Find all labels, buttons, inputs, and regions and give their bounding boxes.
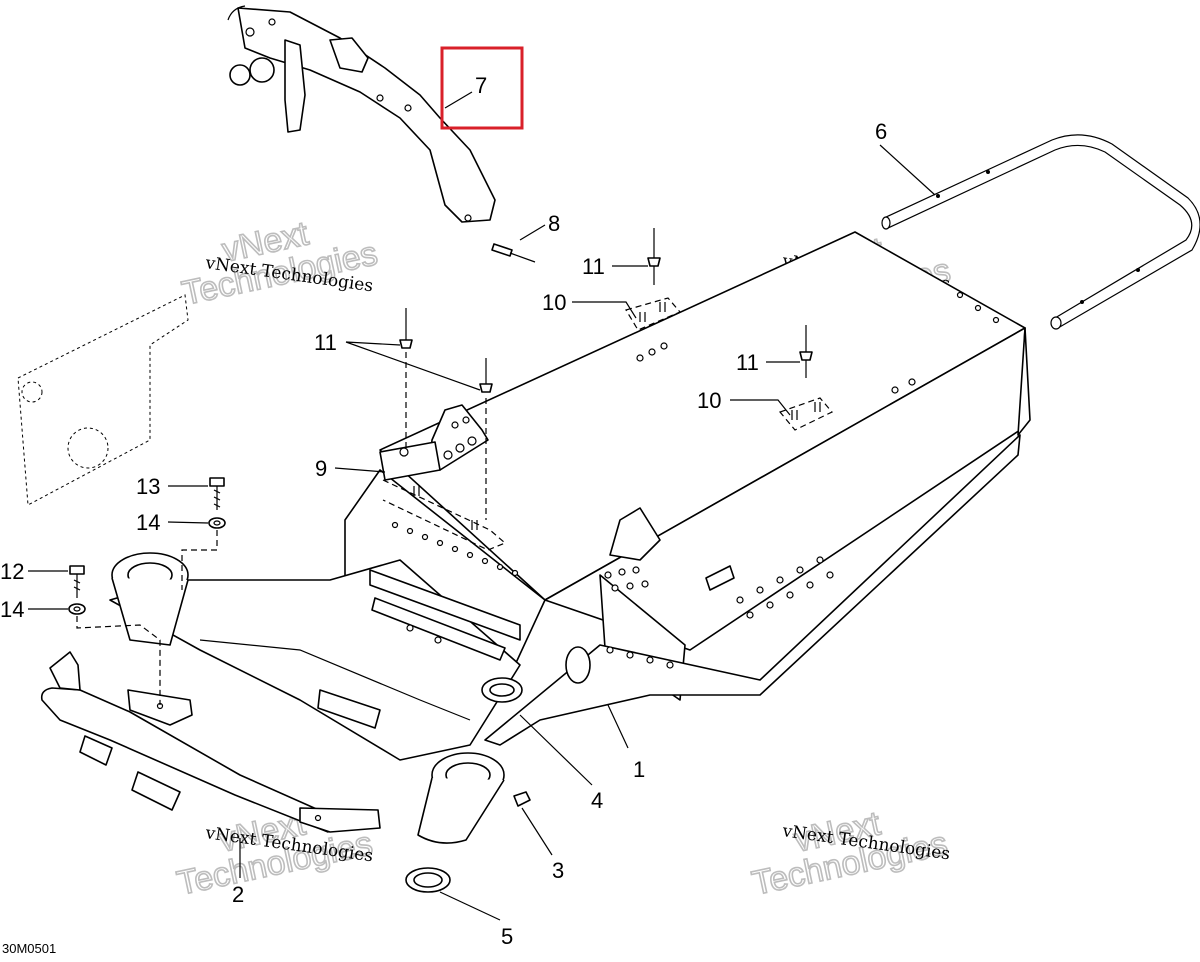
part-handle-bar bbox=[881, 134, 1200, 330]
part-steering-support bbox=[227, 5, 496, 223]
callout-14-b: 14 bbox=[0, 597, 24, 622]
part-bolt-3 bbox=[513, 791, 531, 807]
part-bracket-plate bbox=[379, 404, 507, 551]
callout-10-b: 10 bbox=[697, 388, 721, 413]
callout-2: 2 bbox=[232, 882, 244, 907]
part-washer-ring bbox=[405, 867, 451, 893]
callout-6: 6 bbox=[875, 119, 887, 144]
part-frame-tunnel bbox=[109, 231, 1031, 761]
part-spindle-housings bbox=[111, 552, 523, 844]
callout-10-a: 10 bbox=[542, 290, 566, 315]
callout-11-a: 11 bbox=[582, 254, 605, 279]
callout-9: 9 bbox=[315, 456, 327, 481]
callout-12: 12 bbox=[0, 559, 24, 584]
part-side-panel-outline bbox=[17, 294, 189, 506]
callout-4: 4 bbox=[591, 788, 603, 813]
part-rivet bbox=[491, 243, 536, 263]
callout-11-c: 11 bbox=[314, 330, 337, 355]
leader-lines bbox=[28, 91, 936, 921]
rivets-11 bbox=[399, 228, 813, 520]
callout-13: 13 bbox=[136, 474, 160, 499]
callout-14-a: 14 bbox=[136, 510, 160, 535]
hardware-13-14-12 bbox=[68, 477, 226, 705]
rivet-zones bbox=[413, 297, 833, 530]
callout-5: 5 bbox=[501, 924, 513, 949]
callout-labels: 7 8 6 11 10 11 10 11 9 13 14 12 14 1 4 3… bbox=[0, 73, 887, 949]
callout-3: 3 bbox=[552, 858, 564, 883]
callout-11-b: 11 bbox=[736, 350, 759, 375]
watermark-bottom-right: Technologies vNext vNext Technologies bbox=[748, 804, 952, 904]
deck-holes bbox=[391, 291, 1000, 669]
watermark-top-left: Technologies vNext vNext Technologies bbox=[178, 214, 382, 314]
callout-8: 8 bbox=[548, 211, 560, 236]
highlight-box bbox=[440, 46, 524, 130]
callout-1: 1 bbox=[633, 757, 645, 782]
callout-7: 7 bbox=[475, 73, 487, 98]
drawing-code: 30M0501 bbox=[2, 941, 56, 956]
part-front-bumper bbox=[40, 651, 381, 833]
